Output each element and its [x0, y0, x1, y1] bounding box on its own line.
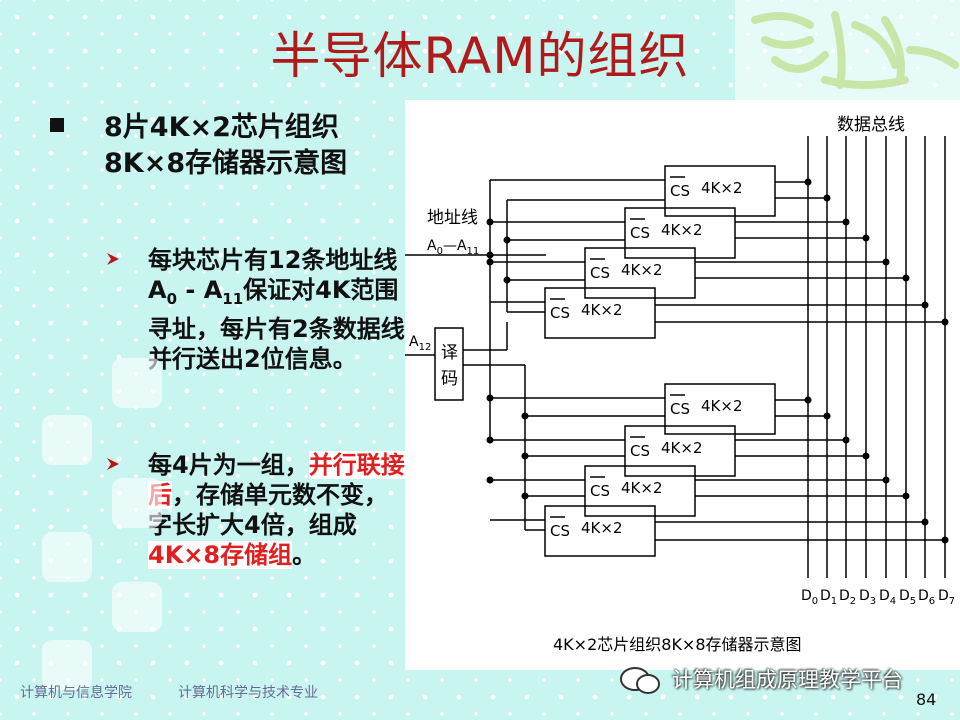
decoder-label-1: 译 — [441, 343, 458, 363]
decoder-label-2: 码 — [441, 369, 458, 389]
data-line-label-d1: D1 — [820, 588, 837, 607]
data-line-label-d4: D4 — [879, 588, 896, 607]
chip-cs-label: CS — [630, 442, 650, 460]
main-bullet-icon — [50, 118, 64, 132]
chip-size-label: 4K×2 — [661, 439, 703, 457]
memory-organization-diagram: 数据总线 地址线 A0—A11 A12 译 码 CS 4K×2 CS 4K×2 … — [405, 100, 960, 670]
data-line-label-d7: D7 — [938, 588, 955, 607]
corner-logo — [735, 0, 960, 100]
slide-title: 半导体RAM的组织 — [270, 27, 690, 85]
footer-school: 计算机与信息学院 — [20, 685, 132, 701]
sub2-text-c: 。 — [292, 541, 317, 569]
sub2-highlight-2: 4K×8存储组 — [148, 541, 293, 569]
sub-point-2: 每4片为一组，并行联接后，存储单元数不变，字长扩大4倍，组成4K×8存储组。 — [148, 450, 410, 570]
chip-size-label: 4K×2 — [701, 397, 743, 415]
decorative-stamp-icon — [42, 532, 92, 582]
addr-a: A — [427, 238, 437, 254]
data-bus-label: 数据总线 — [837, 115, 905, 135]
chip-cs-label: CS — [550, 304, 570, 322]
chip-size-label: 4K×2 — [581, 301, 623, 319]
sub-bullet-arrow-icon — [107, 253, 119, 265]
chip-size-label: 4K×2 — [621, 479, 663, 497]
chip-cs-label: CS — [670, 400, 690, 418]
a12-sub: 12 — [419, 342, 432, 353]
sub2-text-b: ，存储单元数不变，字长扩大4倍，组成 — [148, 481, 388, 539]
chip-cs-label: CS — [630, 224, 650, 242]
chip-size-label: 4K×2 — [581, 519, 623, 537]
decorative-stamp-icon — [112, 478, 162, 528]
decorative-calligraphy-icon — [751, 11, 959, 89]
sub-point-1: 每块芯片有12条地址线A0 - A11保证对4K范围寻址，每片有2条数据线并行送… — [148, 245, 410, 374]
chip-cs-label: CS — [590, 264, 610, 282]
chip-cs-label: CS — [550, 522, 570, 540]
a12-label: A12 — [409, 334, 431, 353]
decorative-stamp-icon — [112, 582, 162, 632]
sub1-text-b: - A — [177, 276, 223, 304]
sub2-text-a: 每4片为一组， — [148, 451, 309, 479]
decorative-stamp-icon — [42, 640, 92, 690]
chip-size-label: 4K×2 — [661, 221, 703, 239]
addr-sub-11: 11 — [467, 246, 480, 257]
a12-a: A — [409, 334, 419, 350]
address-range-label: A0—A11 — [427, 238, 479, 257]
data-line-label-d6: D6 — [918, 588, 935, 607]
diagram-svg: 数据总线 地址线 A0—A11 A12 译 码 CS 4K×2 CS 4K×2 … — [405, 115, 955, 654]
sub1-text-c: 保证对4K范围寻址，每片有2条数据线并行送出2位信息。 — [148, 276, 405, 373]
chip-size-label: 4K×2 — [701, 179, 743, 197]
data-line-label-d3: D3 — [859, 588, 876, 607]
data-line-label-d5: D5 — [899, 588, 916, 607]
wechat-account-label: 计算机组成原理教学平台 — [672, 668, 903, 692]
decorative-stamp-icon — [42, 415, 92, 465]
wechat-icon — [620, 667, 660, 694]
chip-cs-label: CS — [670, 182, 690, 200]
chip-size-label: 4K×2 — [621, 261, 663, 279]
main-point: 8片4K×2芯片组织8K×8存储器示意图 — [104, 112, 348, 179]
sub-bullet-arrow-icon-2 — [107, 458, 119, 470]
address-lines-label: 地址线 — [427, 208, 478, 228]
page-number: 84 — [916, 690, 937, 709]
data-line-label-d0: D0 — [801, 588, 818, 607]
sub1-subscript-0: 0 — [166, 289, 178, 308]
data-line-label-d2: D2 — [839, 588, 856, 607]
addr-dash: —A — [443, 238, 467, 254]
footer-major: 计算机科学与技术专业 — [178, 685, 318, 701]
decorative-stamp-icon — [112, 358, 162, 408]
chip-cs-label: CS — [590, 482, 610, 500]
sub1-text-a: 每块芯片有12条地址线A — [148, 246, 398, 304]
addr-sub-0: 0 — [437, 246, 443, 257]
diagram-caption: 4K×2芯片组织8K×8存储器示意图 — [553, 635, 802, 654]
sub1-subscript-11: 11 — [222, 289, 244, 308]
